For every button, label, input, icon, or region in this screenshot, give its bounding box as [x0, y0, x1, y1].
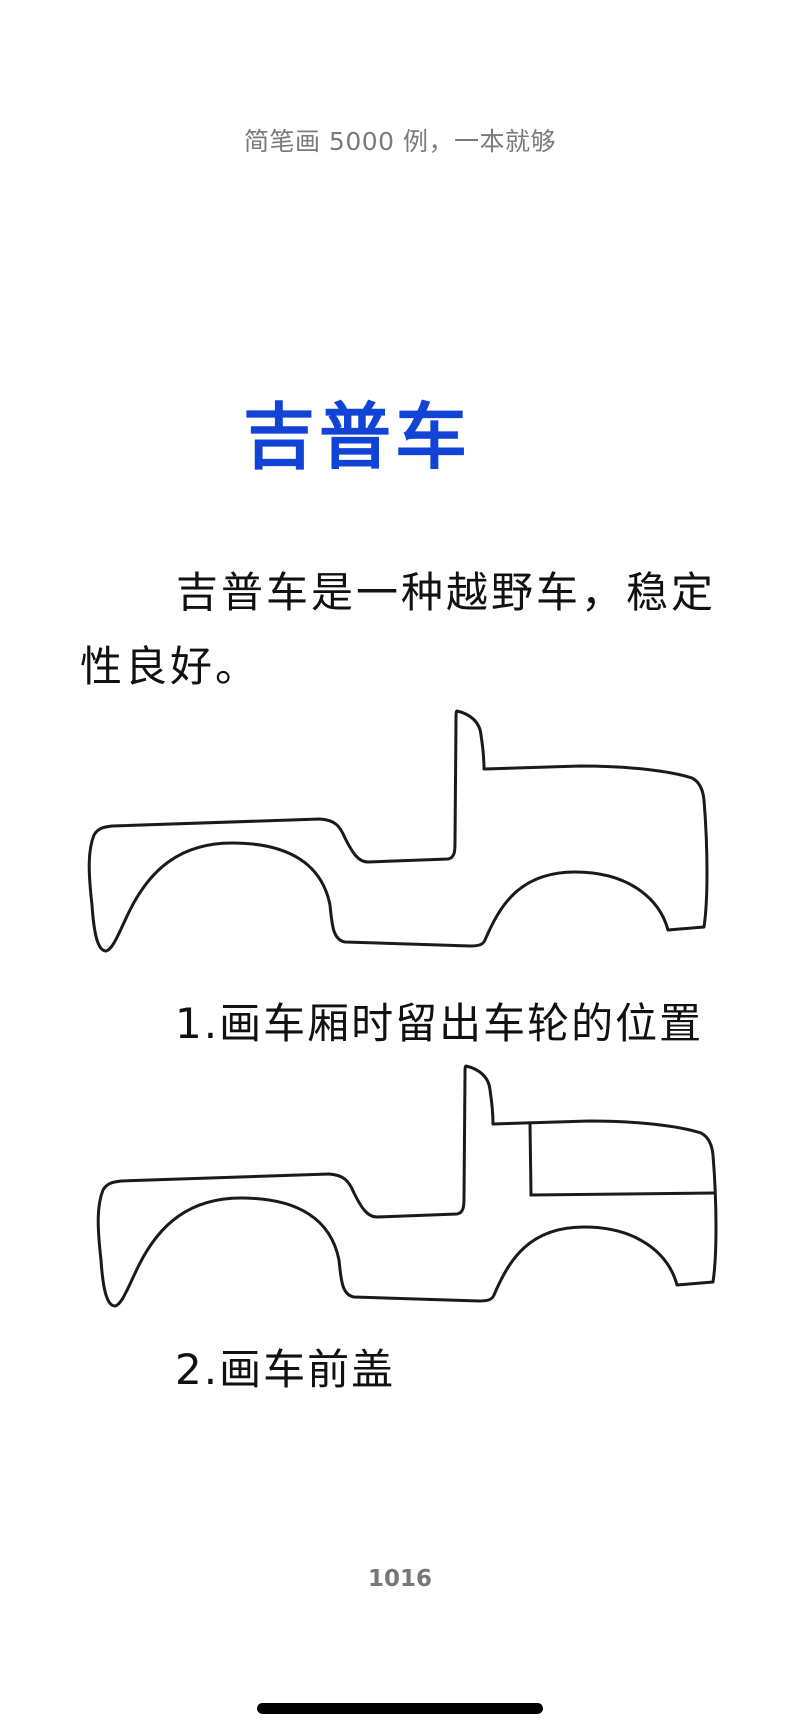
jeep-step2-drawing: [0, 1055, 800, 1325]
book-header-title: 简笔画 5000 例，一本就够: [243, 127, 557, 156]
page-number: 1016: [367, 1566, 432, 1592]
intro-paragraph: 吉普车是一种越野车，稳定性良好。: [80, 568, 717, 691]
home-indicator-bar[interactable]: [257, 1703, 543, 1714]
jeep-body-outline-icon: [87, 709, 709, 953]
step-1-caption: 1.画车厢时留出车轮的位置: [175, 999, 704, 1048]
jeep-with-hood-icon: [96, 1064, 718, 1308]
jeep-step1-drawing: [0, 700, 800, 960]
step-2-caption: 2.画车前盖: [175, 1345, 396, 1394]
page-title: 吉普车: [243, 395, 472, 479]
